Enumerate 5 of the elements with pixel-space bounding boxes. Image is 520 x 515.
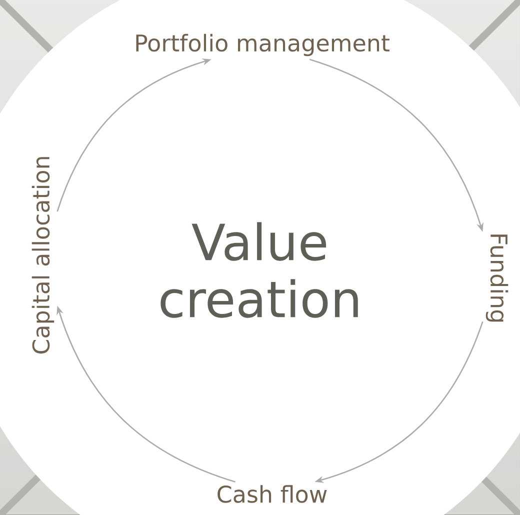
cycle-step: Cash flow	[218, 485, 327, 503]
cycle-step: Funding	[486, 234, 508, 322]
cycle-step: Capital allocation	[32, 157, 54, 354]
center-title: Value creation	[160, 222, 358, 318]
cycle-step: Portfolio management	[136, 34, 390, 56]
